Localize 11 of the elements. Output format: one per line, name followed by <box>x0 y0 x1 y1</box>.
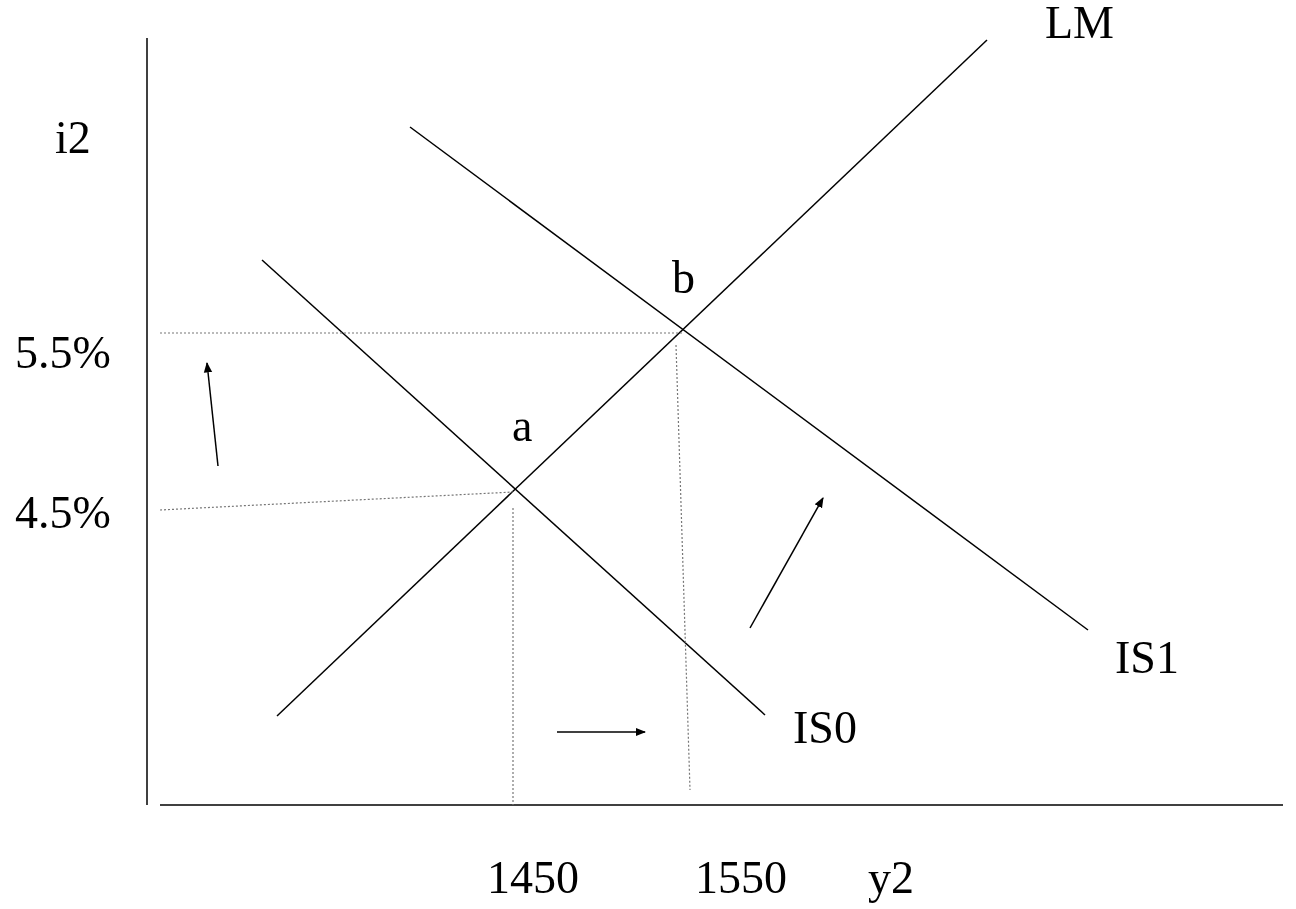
curve-label: IS0 <box>793 705 857 751</box>
curve-label: IS1 <box>1115 635 1179 681</box>
point-label: b <box>672 255 695 301</box>
curve-label: LM <box>1045 0 1114 46</box>
axis-label: i2 <box>55 115 91 161</box>
tick-label: 1450 <box>487 855 579 901</box>
tick-label: 4.5% <box>15 490 111 536</box>
axis-label: y2 <box>868 855 914 901</box>
tick-label: 5.5% <box>15 330 111 376</box>
point-label: a <box>512 403 533 449</box>
tick-label: 1550 <box>695 855 787 901</box>
